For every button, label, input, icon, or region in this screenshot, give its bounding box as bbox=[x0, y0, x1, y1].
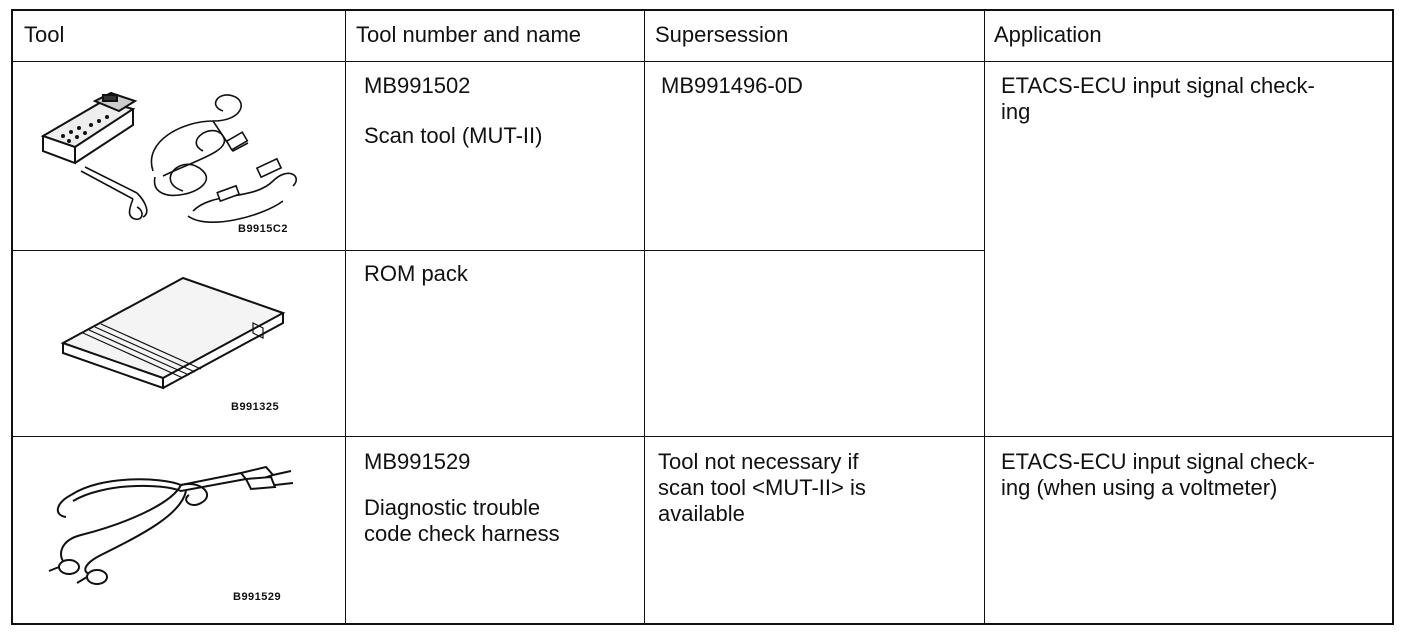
column-divider bbox=[984, 11, 985, 623]
header-application: Application bbox=[994, 22, 1102, 47]
supersession-value: Tool not necessary if scan tool <MUT-II>… bbox=[658, 449, 866, 526]
tool-name: Diagnostic trouble code check harness bbox=[364, 495, 560, 546]
column-divider bbox=[644, 11, 645, 623]
tool-number: MB991529 bbox=[364, 449, 471, 474]
header-tool: Tool bbox=[24, 22, 65, 47]
column-divider bbox=[345, 11, 346, 623]
row-divider bbox=[13, 250, 984, 251]
figure-code: B991325 bbox=[231, 401, 280, 413]
tool-name: Scan tool (MUT-II) bbox=[364, 123, 543, 148]
supersession-value: MB991496-0D bbox=[661, 73, 803, 98]
tool-number: MB991502 bbox=[364, 73, 471, 98]
scan-tool-mut-ii-illustration bbox=[40, 91, 297, 223]
diagnostic-harness-illustration bbox=[48, 465, 294, 585]
special-tools-table: Tool Tool number and name Supersession A… bbox=[11, 9, 1394, 625]
row-divider bbox=[13, 436, 1392, 437]
figure-code: B991529 bbox=[233, 591, 282, 603]
rom-pack-illustration bbox=[60, 276, 286, 390]
row-divider bbox=[13, 61, 1392, 62]
application-value: ETACS-ECU input signal check- ing bbox=[1001, 73, 1315, 124]
application-value: ETACS-ECU input signal check- ing (when … bbox=[1001, 449, 1315, 500]
header-supersession: Supersession bbox=[655, 22, 789, 47]
figure-code: B9915C2 bbox=[238, 223, 288, 235]
header-tool-number-name: Tool number and name bbox=[356, 22, 582, 47]
tool-name: ROM pack bbox=[364, 261, 468, 286]
